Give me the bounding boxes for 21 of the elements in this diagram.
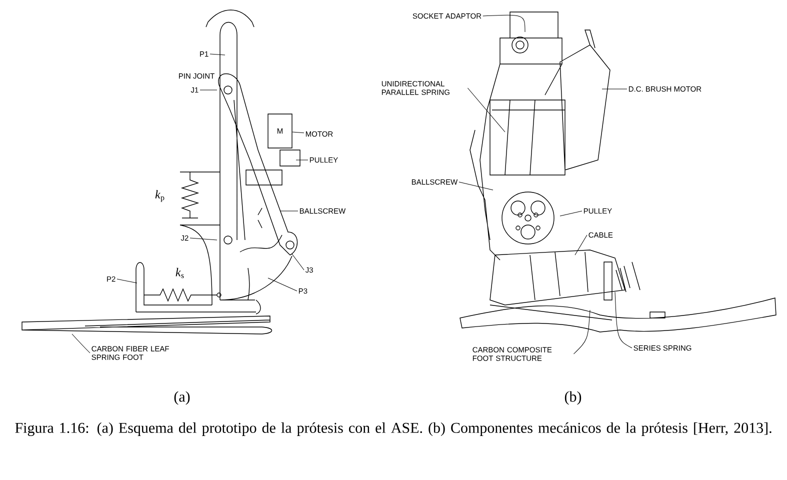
panel-label: (b) bbox=[564, 391, 582, 405]
leader-line bbox=[560, 210, 582, 216]
leader-line bbox=[280, 210, 298, 212]
leader-line bbox=[190, 238, 218, 240]
leader-line bbox=[292, 254, 304, 270]
leader-line bbox=[574, 234, 588, 256]
leader-line bbox=[210, 54, 226, 56]
spring-constant: k$_{p}$ bbox=[155, 190, 164, 202]
leader-line bbox=[268, 278, 298, 292]
spring-constant: k$_{s}$ bbox=[176, 268, 184, 278]
leader-line bbox=[602, 88, 628, 90]
leader-line bbox=[467, 88, 506, 132]
panel-label: (a) bbox=[174, 391, 190, 405]
leader-line bbox=[116, 278, 138, 284]
leader-line bbox=[482, 14, 526, 32]
leader-line bbox=[573, 310, 590, 354]
leader-line bbox=[458, 182, 494, 190]
leader-line bbox=[614, 292, 632, 348]
figure-caption: Figura 1.16: (a) Esquema del prototipo de la prótesis con el ASE. (b) Componentes mecánicos de la prótesis [Herr, 2013]. bbox=[15, 422, 772, 436]
leader-line bbox=[72, 334, 90, 354]
leader-line bbox=[292, 132, 304, 134]
